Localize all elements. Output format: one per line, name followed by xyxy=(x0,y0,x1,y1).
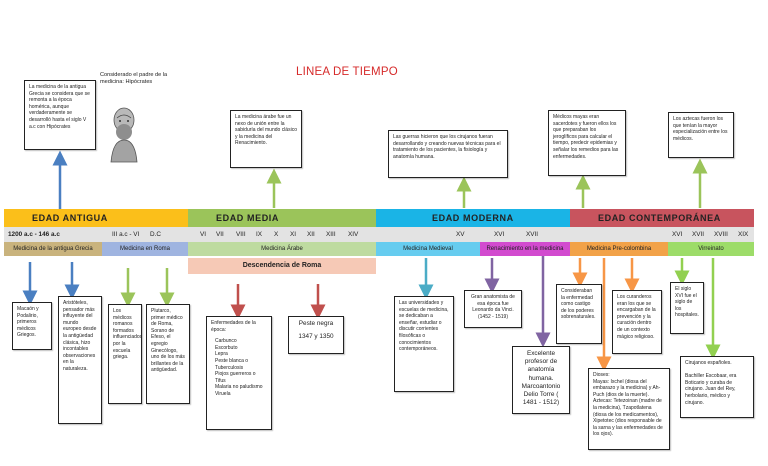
tick-xiii: XIII xyxy=(326,231,336,238)
tick-c-xviii: XVIII xyxy=(714,231,728,238)
note-castigo: Consideraban la enfermedad como castigo … xyxy=(556,284,602,344)
tick-c-xvii: XVII xyxy=(692,231,705,238)
tick-dc: D.C xyxy=(150,231,162,238)
note-davinci: Gran anatomista de esa época fue Leonard… xyxy=(464,290,522,328)
note-curanderos: Los curanderos eran los que se encargaba… xyxy=(612,290,662,354)
century-ticks: 1200 a.c - 146 a.c III a.c - VI D.C VI V… xyxy=(4,227,754,242)
note-delio: Excelente profesor de anatomía humana. M… xyxy=(512,346,570,414)
note-enfermedades: Enfermedades de la época: Carbunco Escor… xyxy=(206,316,272,430)
tick-x: X xyxy=(274,231,279,238)
note-romanos: Los médicos romanos formados influenciad… xyxy=(108,304,142,404)
tick-xiv: XIV xyxy=(348,231,359,238)
enfermedad-item: Malaria no paludismo xyxy=(215,384,263,391)
tick-xi: XI xyxy=(290,231,297,238)
note-cirujanos: Cirujanos españoles. Bachiller Escobaar,… xyxy=(680,356,754,418)
tick-xv: XV xyxy=(456,231,465,238)
band-descendencia: Descendencia de Roma xyxy=(188,258,376,274)
peste-years: 1347 y 1350 xyxy=(298,333,334,341)
peste-title: Peste negra xyxy=(298,320,334,327)
tick-roma: III a.c - VI xyxy=(112,231,140,238)
band-medieval: Medicina Medieval xyxy=(376,242,480,256)
tick-c-xix: XIX xyxy=(738,231,749,238)
note-siglo16: El siglo XVI fue el siglo de los hospita… xyxy=(670,282,704,334)
band-precolombina: Medicina Pre-colombina xyxy=(570,242,668,256)
note-grecia: La medicina de la antigua Grecia se cons… xyxy=(24,80,96,150)
note-aztecas: Los aztecas fueron los que tenían la may… xyxy=(668,112,734,158)
tick-c-xvi: XVI xyxy=(672,231,683,238)
era-contemporanea[interactable]: EDAD CONTEMPORÁNEA xyxy=(570,209,754,227)
note-mayas: Médicos mayas eran sacerdotes y fueron e… xyxy=(548,110,626,176)
hippocrates-portrait-icon xyxy=(107,104,141,164)
enfermedades-title: Enfermedades de la época: xyxy=(211,320,256,333)
tick-viii: VIII xyxy=(236,231,246,238)
band-arabe: Medicina Árabe xyxy=(188,242,376,256)
band-renacimiento: Renacimiento en la medicina xyxy=(480,242,570,256)
note-macaon: Macaón y Podalirio, primeros médicos Gri… xyxy=(12,302,52,350)
note-plutarco: Plutarco, primer médico de Roma, Sorano … xyxy=(146,304,190,404)
enfermedad-item: Escorbuto xyxy=(215,344,238,351)
enfermedad-item: Carbunco xyxy=(215,338,237,345)
note-dioses: Dioses: Mayas: Ixchel (diosa del embaraz… xyxy=(588,368,670,450)
band-grecia: Medicina de la antigua Grecia xyxy=(4,242,102,256)
tick-xvii: XVII xyxy=(526,231,539,238)
band-virreinato: Virreinato xyxy=(668,242,754,256)
tick-ix: IX xyxy=(256,231,263,238)
era-antigua[interactable]: EDAD ANTIGUA xyxy=(4,209,188,227)
enfermedad-item: Viruela xyxy=(215,390,231,397)
era-moderna[interactable]: EDAD MODERNA xyxy=(376,209,570,227)
tick-xii: XII xyxy=(307,231,315,238)
tick-vi: VI xyxy=(200,231,207,238)
note-arabe: La medicina árabe fue un nexo de unión e… xyxy=(230,110,302,168)
tick-start: 1200 a.c - 146 a.c xyxy=(8,231,60,238)
era-media[interactable]: EDAD MEDIA xyxy=(188,209,376,227)
note-moderna: Las guerras hicieron que los cirujanos f… xyxy=(388,130,508,178)
note-universidades: Las universidades y escuelas de medicina… xyxy=(394,296,454,392)
enfermedad-item: Piojos guerreros o Tifus xyxy=(215,371,256,384)
note-peste: Peste negra 1347 y 1350 xyxy=(288,316,344,354)
note-aristoteles: Aristóteles, pensador más influyente del… xyxy=(58,296,102,424)
page-title: LINEA DE TIEMPO xyxy=(296,66,398,78)
band-roma: Medicina en Roma xyxy=(102,242,188,256)
enfermedad-item: Lepra xyxy=(215,351,228,358)
tick-vii: VII xyxy=(216,231,224,238)
tick-xvi: XVI xyxy=(494,231,505,238)
portrait-caption: Considerado el padre de la medicina: Hip… xyxy=(100,72,168,86)
enfermedad-item: Peste blanca o Tuberculosis xyxy=(215,357,249,371)
